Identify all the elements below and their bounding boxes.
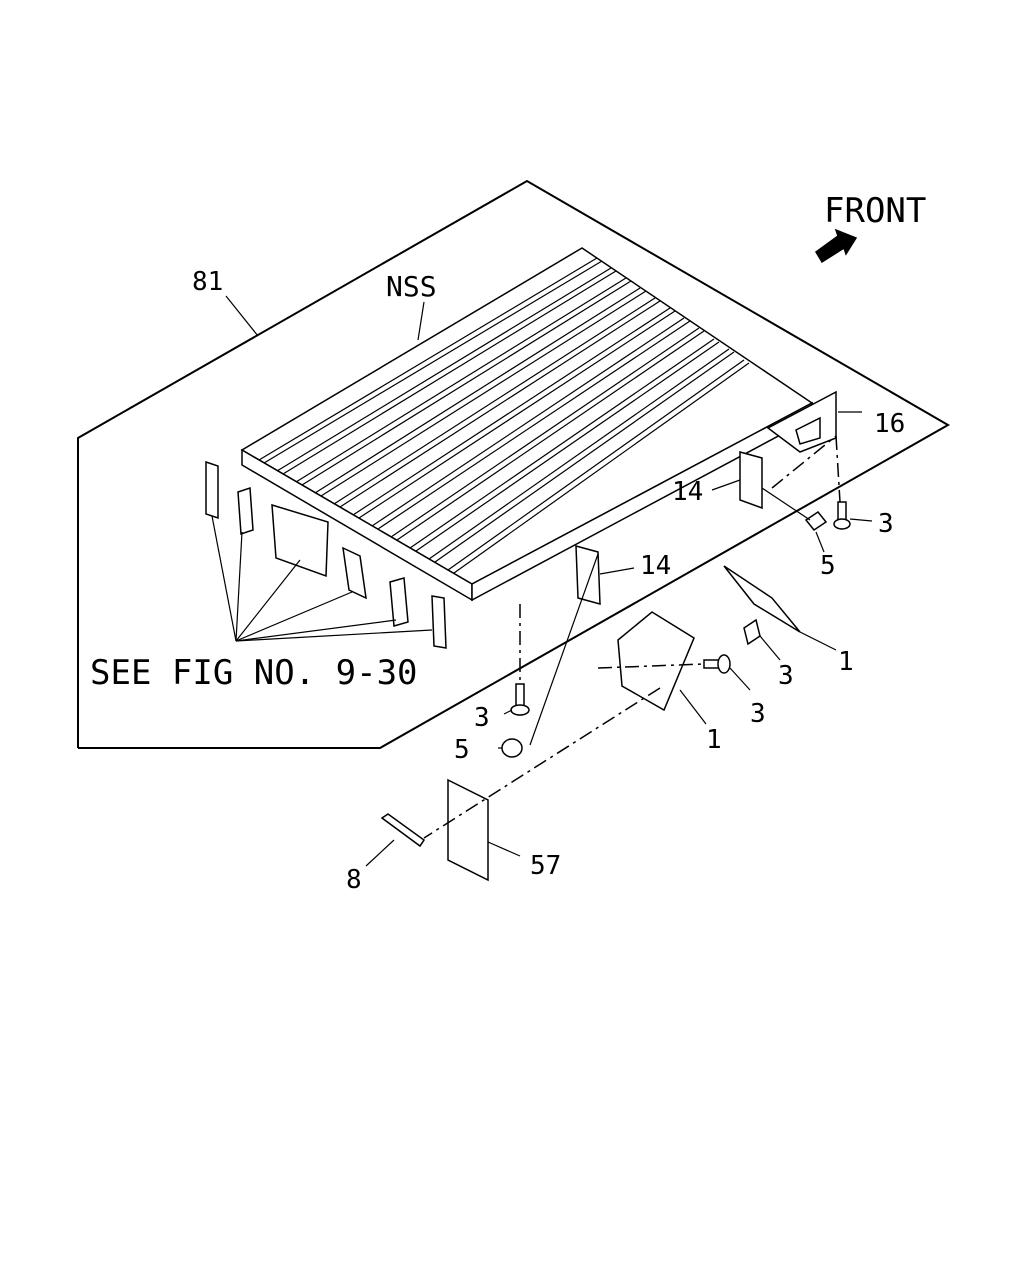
see-fig-label: SEE FIG NO. 9-30 [90, 653, 418, 693]
callout-14-upper: 14 [672, 477, 703, 507]
callout-1-left: 1 [706, 725, 722, 755]
nut-5-left [501, 738, 523, 758]
bolt-3-mid-lower [703, 654, 731, 674]
leader-lines [225, 295, 873, 867]
bracket-14-lower [575, 545, 601, 605]
front-label: FRONT [824, 191, 926, 231]
bracket-14-upper [739, 451, 763, 510]
front-arrow-icon [815, 228, 858, 264]
bolt-3-right-top [833, 501, 851, 530]
callout-1-right: 1 [838, 647, 854, 677]
callout-3-right-top: 3 [878, 509, 894, 539]
callout-81: 81 [192, 267, 223, 297]
nut-5-right [804, 510, 828, 532]
reflector-8 [380, 813, 426, 848]
plate-16 [766, 390, 837, 453]
guard-1-left [617, 611, 695, 712]
callout-5-left: 5 [454, 735, 470, 765]
callout-nss: NSS [386, 270, 437, 303]
deck-panel [240, 247, 814, 602]
callout-14-lower: 14 [640, 551, 671, 581]
mudflap-57 [447, 778, 489, 882]
bolt-3-mid-upper [743, 618, 761, 646]
assembly-boundary [77, 179, 951, 749]
callout-3-left: 3 [474, 703, 490, 733]
guard-1-right [723, 565, 801, 633]
callout-5-right: 5 [820, 551, 836, 581]
callout-16: 16 [874, 409, 905, 439]
bolt-3-left [510, 683, 530, 716]
assembly-lines [423, 435, 841, 839]
callout-57: 57 [530, 851, 561, 881]
callout-3-mid-upper: 3 [778, 661, 794, 691]
callout-3-mid-lower: 3 [750, 699, 766, 729]
callout-8: 8 [346, 865, 362, 895]
fig-9-30-brackets [205, 460, 447, 649]
